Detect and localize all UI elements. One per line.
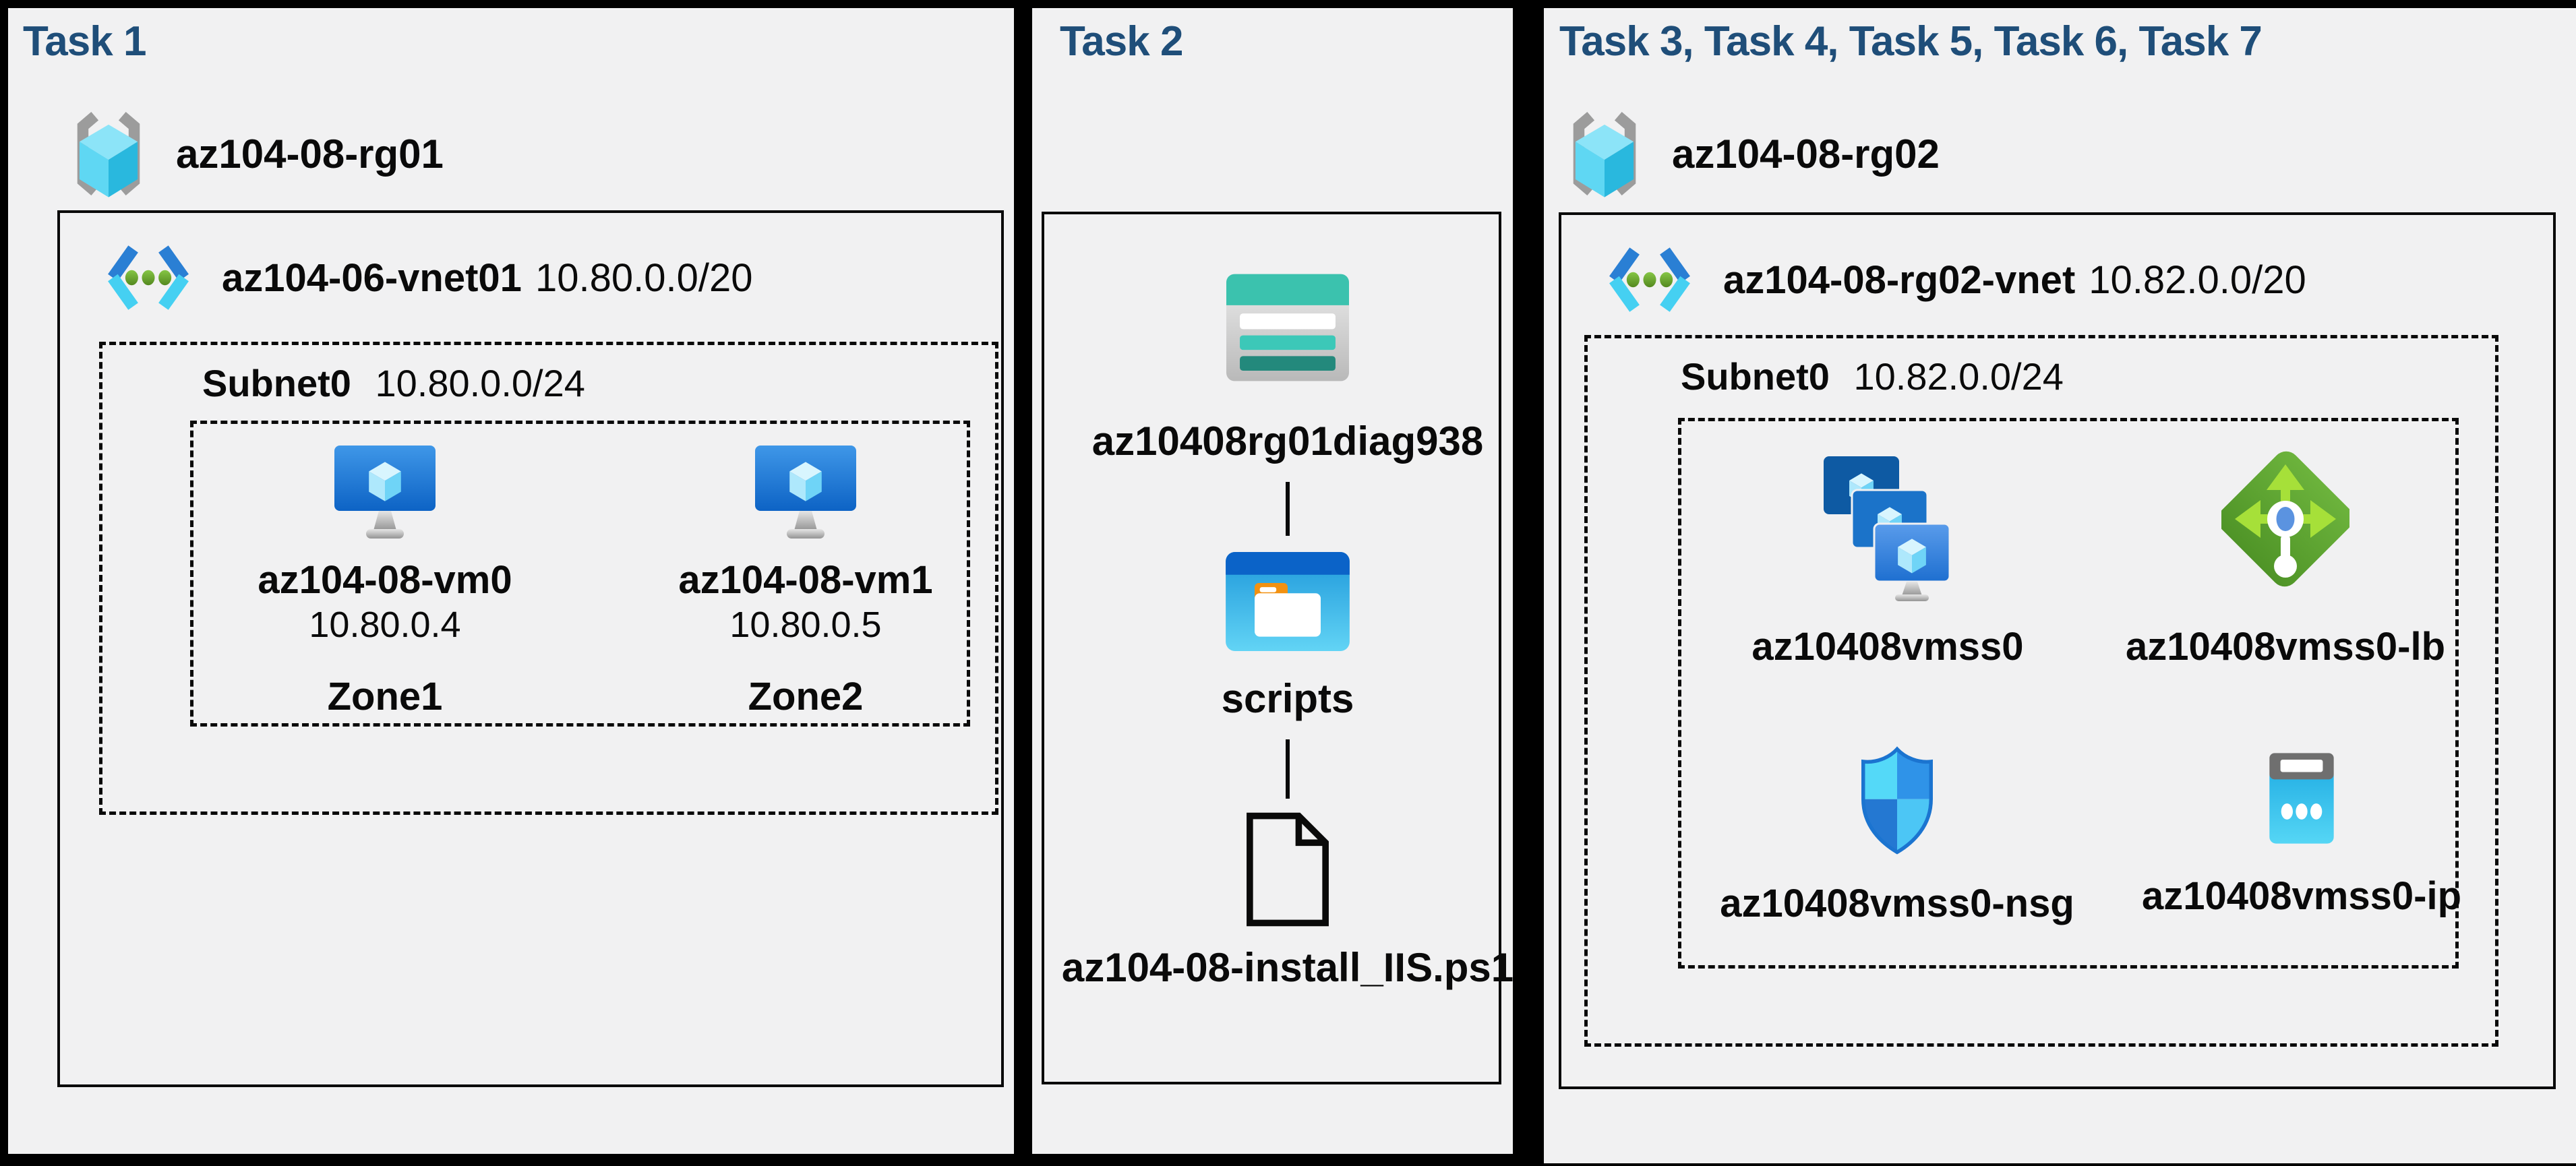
vm-group-box: az104-08-vm0 10.80.0.4 Zone1 az104-08-vm… [190, 421, 970, 727]
connector-line [1286, 482, 1290, 536]
subnet-name: Subnet0 [1681, 355, 1830, 398]
panel-task3-7: Task 3, Task 4, Task 5, Task 6, Task 7 a… [1544, 8, 2576, 1163]
resource-item: az10408vmss0-lb [2070, 447, 2501, 669]
connector-line [1286, 739, 1290, 799]
vnet-cidr: 10.80.0.0/20 [535, 255, 753, 300]
task2-title: Task 2 [1060, 18, 1183, 65]
file-icon [1247, 812, 1329, 927]
vnet-name: az104-08-rg02-vnet [1723, 257, 2076, 302]
vm-item: az104-08-vm1 10.80.0.5 Zone2 [637, 424, 974, 723]
virtual-machine-icon [755, 446, 856, 540]
virtual-network-icon [108, 245, 189, 310]
panel-task2: Task 2 az10408rg01diag938 [1032, 8, 1514, 1154]
resource-group-label: az104-08-rg02 [1672, 131, 1940, 177]
virtual-machine-icon [334, 446, 436, 540]
resource-item: az10408vmss0-nsg [1681, 746, 2113, 926]
public-ip-icon [2269, 753, 2334, 844]
vnet-row: az104-08-rg02-vnet 10.82.0.0/20 [1599, 242, 2306, 317]
vnet-name: az104-06-vnet01 [222, 255, 522, 300]
task3-7-title: Task 3, Task 4, Task 5, Task 6, Task 7 [1559, 18, 2263, 65]
subnet-label: Subnet0 10.80.0.0/24 [202, 361, 585, 405]
resource-label: az10408vmss0-lb [2126, 625, 2445, 669]
virtual-network-icon [1609, 247, 1690, 312]
resource-label: az10408vmss0 [1751, 625, 2024, 669]
resource-item: az10408vmss0-ip [2086, 750, 2517, 919]
subnet-box: Subnet0 10.80.0.0/24 az104-08-vm0 10.80.… [99, 342, 998, 815]
resource-group-icon [77, 111, 140, 197]
storage-account-label: az10408rg01diag938 [1091, 419, 1484, 464]
vm-zone: Zone1 [327, 675, 443, 718]
scale-set-group-box: az10408vmss0 [1678, 418, 2461, 969]
vm-ip: 10.80.0.5 [729, 605, 882, 645]
folder-label: scripts [1221, 676, 1354, 721]
vnet-row: az104-06-vnet01 10.80.0.0/20 [98, 240, 752, 315]
vm-name: az104-08-vm1 [678, 558, 933, 602]
load-balancer-icon [2221, 451, 2349, 587]
file-label: az104-08-install_IIS.ps1 [1061, 945, 1514, 990]
vm-zone: Zone2 [748, 675, 864, 718]
vnet-cidr: 10.82.0.0/20 [2089, 257, 2306, 302]
task1-title: Task 1 [23, 18, 146, 65]
vnet-box: az104-06-vnet01 10.80.0.0/20 Subnet0 10.… [57, 210, 1004, 1087]
nsg-icon [1861, 746, 1933, 855]
resource-group-row: az104-08-rg02 [1560, 106, 1940, 202]
vm-ip: 10.80.0.4 [309, 605, 461, 645]
subnet-box: Subnet0 10.82.0.0/24 [1584, 335, 2498, 1047]
vm-name: az104-08-vm0 [258, 558, 512, 602]
vmss-icon [1824, 456, 1951, 601]
storage-stack: az10408rg01diag938 scripts az104-08-inst… [1062, 214, 1514, 991]
subnet-label: Subnet0 10.82.0.0/24 [1681, 355, 2064, 398]
vnet-box: az104-08-rg02-vnet 10.82.0.0/20 Subnet0 … [1559, 212, 2556, 1089]
resource-label: az10408vmss0-nsg [1720, 882, 2074, 925]
folder-icon [1226, 552, 1350, 651]
resource-item: az10408vmss0 [1672, 456, 2103, 669]
resource-group-label: az104-08-rg01 [176, 131, 444, 177]
resource-label: az10408vmss0-ip [2142, 874, 2461, 918]
subnet-cidr: 10.80.0.0/24 [375, 362, 585, 404]
storage-box: az10408rg01diag938 scripts az104-08-inst… [1042, 212, 1514, 1084]
vm-item: az104-08-vm0 10.80.0.4 Zone1 [216, 424, 553, 723]
subnet-cidr: 10.82.0.0/24 [1853, 355, 2064, 398]
panel-task1: Task 1 az104-08-rg01 az104 [8, 8, 1014, 1154]
resource-group-row: az104-08-rg01 [64, 106, 444, 202]
subnet-name: Subnet0 [202, 362, 351, 404]
storage-account-icon [1226, 274, 1349, 381]
resource-group-icon [1573, 111, 1636, 197]
